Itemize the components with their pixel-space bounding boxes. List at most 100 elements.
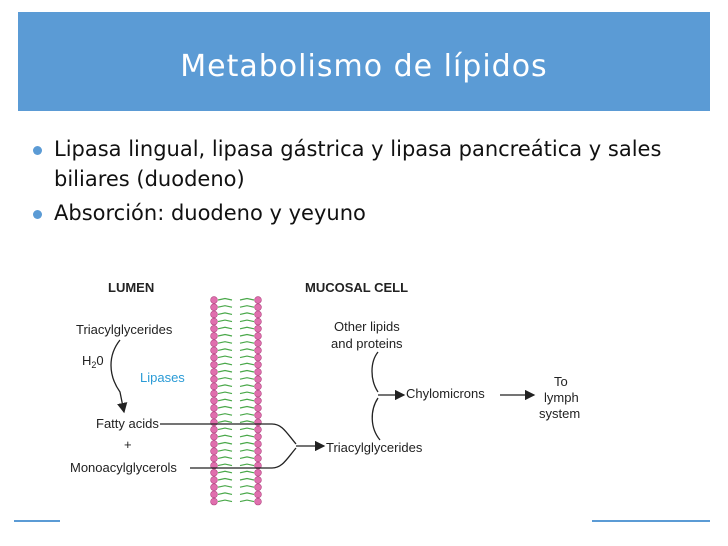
phospholipid-head [210, 476, 218, 484]
slide-title: Metabolismo de lípidos [180, 49, 548, 84]
phospholipid-head [210, 332, 218, 340]
lipid-tail [217, 362, 233, 366]
monoacylglycerols-label: Monoacylglycerols [70, 460, 177, 475]
lipid-tail [217, 398, 233, 402]
lipid-tail [217, 305, 233, 308]
phospholipid-head [254, 397, 262, 405]
phospholipid-head [254, 368, 262, 376]
phospholipid-head [210, 310, 218, 319]
phospholipid-head [210, 440, 218, 448]
phospholipid-head [254, 382, 262, 391]
bullet-dot-icon [33, 210, 42, 219]
phospholipid-head [210, 368, 218, 376]
phospholipid-head [210, 497, 218, 506]
phospholipid-head [254, 389, 262, 398]
phospholipid-head [254, 325, 262, 333]
phospholipid-head [254, 490, 262, 499]
lipid-tail [217, 405, 233, 409]
lipid-tail [239, 398, 255, 402]
phospholipid-head [254, 375, 262, 383]
phospholipid-head [254, 461, 262, 470]
phospholipid-head [210, 404, 218, 412]
lipases-label: Lipases [140, 370, 185, 385]
phospholipid-head [254, 476, 262, 484]
lipid-tail [239, 312, 255, 315]
phospholipid-head [210, 397, 218, 405]
lipid-tail [217, 384, 233, 387]
lipid-tail [217, 297, 233, 301]
triacylglycerides-cell: Triacylglycerides [326, 440, 423, 455]
lipid-tail [239, 477, 255, 481]
to-lymph-label-3: system [539, 406, 580, 421]
mucosal-cell-label: MUCOSAL CELL [305, 280, 408, 295]
phospholipid-head [210, 389, 218, 398]
fatty-acids-label: Fatty acids [96, 416, 159, 431]
lipid-tail [217, 499, 233, 503]
phospholipid-head [210, 303, 218, 311]
fatty-acids-line [160, 423, 297, 445]
lipid-tail [239, 348, 255, 351]
lipid-tail [239, 326, 255, 330]
phospholipid-head [254, 440, 262, 448]
phospholipid-head [210, 361, 218, 369]
phospholipid-head [254, 310, 262, 319]
phospholipid-head [210, 296, 218, 304]
other-lipids-line [371, 351, 379, 393]
lipid-tail [239, 341, 255, 344]
phospholipid-head [254, 361, 262, 369]
phospholipid-head [254, 447, 262, 455]
bullet-item: Lipasa lingual, lipasa gástrica y lipasa… [30, 134, 710, 194]
phospholipid-head [254, 483, 262, 491]
phospholipid-head [254, 433, 262, 441]
bullet-text: Absorción: duodeno y yeyuno [54, 201, 366, 225]
lipid-tail [239, 413, 255, 416]
lipid-tail [239, 377, 255, 380]
lipid-tail [217, 434, 233, 438]
lipid-tail [217, 391, 233, 395]
chylomicrons-label: Chylomicrons [406, 386, 485, 401]
lipid-tail [239, 456, 255, 459]
phospholipid-head [210, 433, 218, 441]
footer-line-right [592, 520, 710, 522]
lipid-tail [239, 434, 255, 438]
lipid-tail [217, 326, 233, 330]
phospholipid-head [254, 332, 262, 340]
lipid-tail [239, 333, 255, 337]
lipid-tail [239, 499, 255, 503]
phospholipid-head [210, 461, 218, 470]
bullet-item: Absorción: duodeno y yeyuno [30, 198, 710, 228]
phospholipid-head [210, 490, 218, 499]
monoacylglycerols-line [190, 447, 297, 469]
lipid-tail [239, 463, 255, 467]
phospholipid-head [210, 346, 218, 355]
lipid-tail [239, 355, 255, 359]
plus-sign: + [124, 437, 132, 452]
lipid-tail [217, 348, 233, 351]
title-bar: Metabolismo de lípidos [18, 12, 710, 111]
lipid-tail [217, 377, 233, 380]
phospholipid-head [210, 469, 218, 477]
lipid-tail [217, 449, 233, 452]
lipid-tail [239, 427, 255, 431]
bullet-dot-icon [33, 146, 42, 155]
lipid-tail [217, 441, 233, 445]
lipid-tail [239, 405, 255, 409]
phospholipid-head [210, 339, 218, 347]
phospholipid-head [210, 325, 218, 333]
phospholipid-head [210, 411, 218, 419]
to-lymph-label-1: To [554, 374, 568, 389]
footer-line-left [14, 520, 60, 522]
lipid-tail [217, 333, 233, 337]
triacylglycerides-up-line [371, 397, 381, 441]
lipid-tail [217, 341, 233, 344]
lipid-tail [217, 477, 233, 481]
lipid-tail [217, 312, 233, 315]
lipid-tail [217, 369, 233, 373]
lipid-tail [239, 297, 255, 301]
phospholipid-head [254, 404, 262, 412]
water-label: H20 [82, 353, 104, 370]
phospholipid-head [210, 483, 218, 491]
lipid-tail [239, 305, 255, 308]
phospholipid-head [210, 418, 218, 427]
